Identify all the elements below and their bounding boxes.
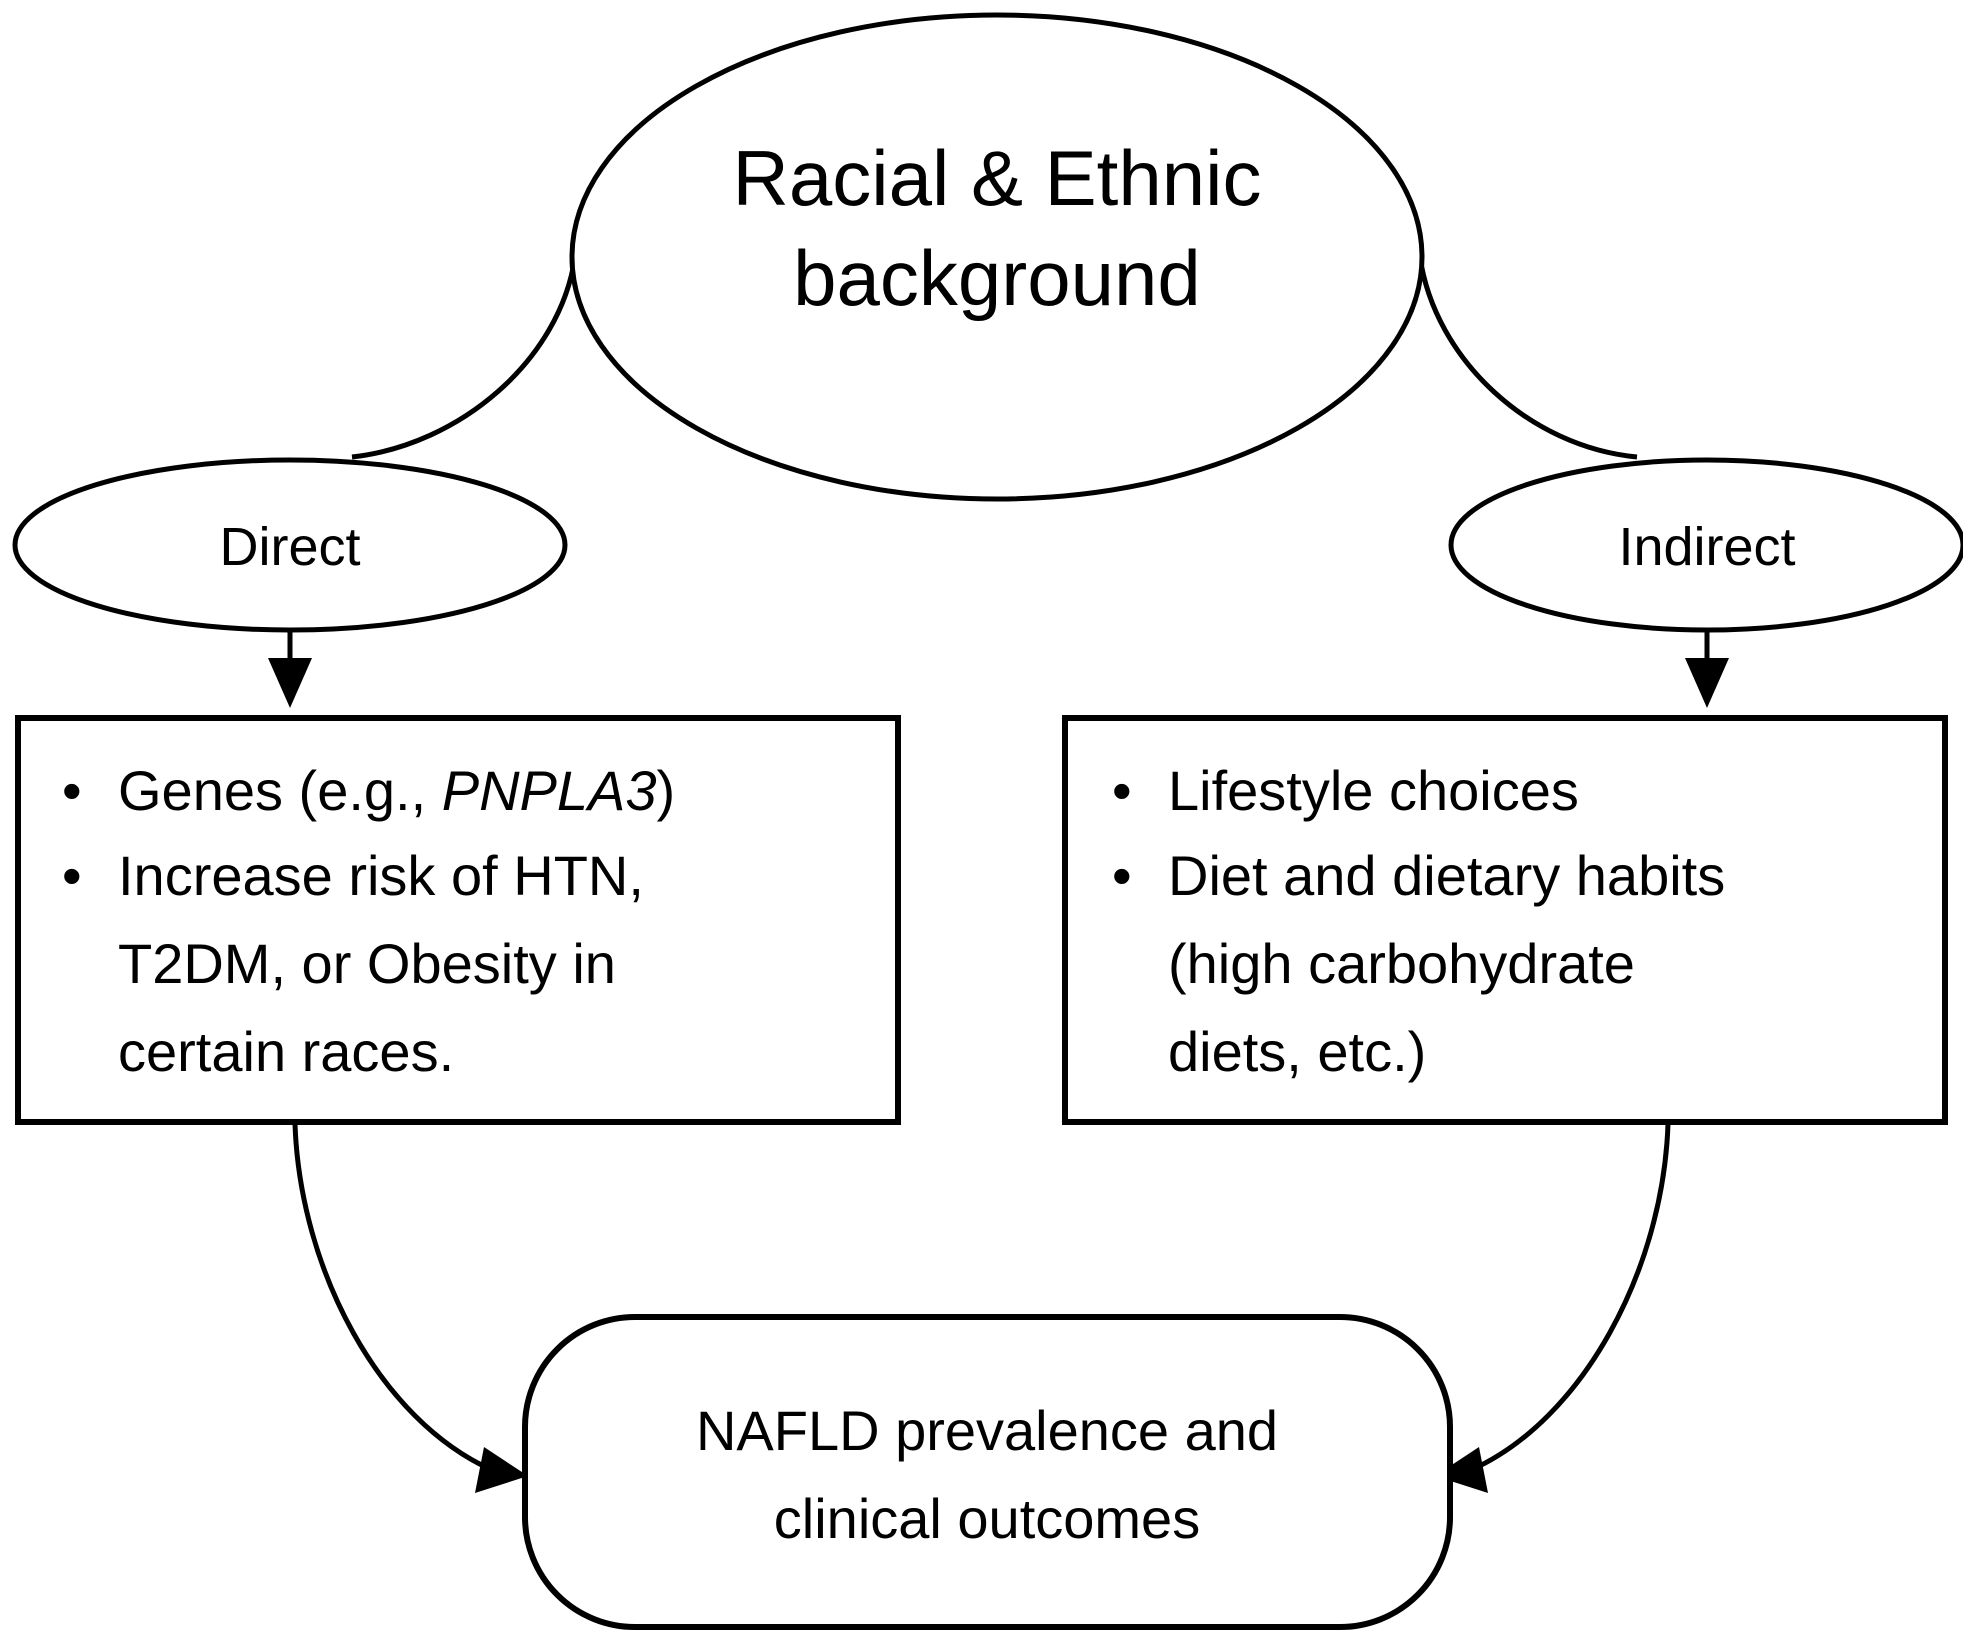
connector-center-to-direct: [351, 256, 578, 460]
outcome-line-1: NAFLD prevalence and: [696, 1399, 1278, 1462]
center-node-line-1: Racial & Ethnic: [733, 134, 1262, 222]
left-box-bullet-2-line-1: Increase risk of HTN,: [118, 844, 644, 907]
right-box-bullet-1-line-1: Lifestyle choices: [1168, 759, 1579, 822]
node-racial-ethnic-background[interactable]: [569, 12, 1425, 502]
right-box-bullet-2-line-3: diets, etc.): [1168, 1020, 1426, 1083]
left-box-bullet-1-marker: •: [62, 759, 82, 822]
right-box-bullet-2-line-2: (high carbohydrate: [1168, 932, 1635, 995]
node-nafld-outcome[interactable]: [522, 1314, 1453, 1630]
left-box-bullet-1-line-1: Genes (e.g., PNPLA3): [118, 759, 675, 822]
arrowhead-indirect-to-right-box: [1685, 658, 1729, 708]
arrowhead-left-to-outcome: [475, 1447, 528, 1493]
node-direct-factors-box[interactable]: [15, 715, 901, 1125]
left-box-text-pnpla3: PNPLA3: [442, 759, 657, 822]
right-box-bullet-1-marker: •: [1112, 759, 1132, 822]
outcome-line-2: clinical outcomes: [774, 1487, 1200, 1550]
left-box-text-paren: ): [657, 759, 676, 822]
left-box-bullet-2-line-3: certain races.: [118, 1020, 454, 1083]
node-indirect-label: Indirect: [1618, 517, 1795, 577]
right-box-bullet-2-marker: •: [1112, 844, 1132, 907]
left-box-text-genes: Genes (e.g.,: [118, 759, 442, 822]
arrowhead-direct-to-left-box: [268, 658, 312, 708]
arrowhead-right-to-outcome: [1435, 1447, 1488, 1493]
right-box-bullet-2-line-1: Diet and dietary habits: [1168, 844, 1725, 907]
center-node-line-2: background: [793, 234, 1201, 322]
connector-right-box-to-outcome: [1469, 1123, 1671, 1473]
left-box-bullet-2-line-2: T2DM, or Obesity in: [118, 932, 616, 995]
left-box-bullet-2-marker: •: [62, 844, 82, 907]
connector-left-box-to-outcome: [292, 1123, 494, 1473]
connector-center-to-indirect: [1417, 256, 1638, 460]
node-indirect-factors-box[interactable]: [1062, 715, 1948, 1125]
node-direct-label: Direct: [219, 517, 360, 577]
